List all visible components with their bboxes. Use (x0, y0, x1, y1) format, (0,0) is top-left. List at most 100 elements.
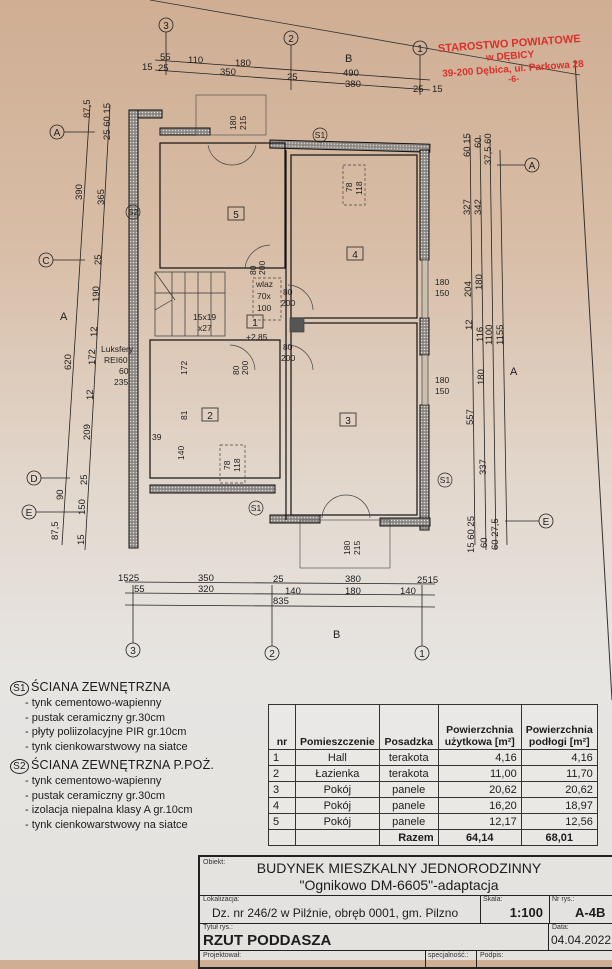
svg-text:200: 200 (281, 298, 295, 308)
svg-text:12: 12 (464, 319, 475, 330)
axis-label-c: C (42, 256, 49, 267)
axis-label-2: 2 (269, 649, 275, 660)
svg-text:110: 110 (188, 55, 203, 66)
svg-text:180: 180 (345, 586, 361, 597)
svg-text:70x: 70x (257, 291, 271, 301)
room-number-4: 4 (352, 250, 358, 261)
svg-text:15: 15 (432, 84, 443, 95)
wall-tag-icon: S1 (10, 681, 29, 696)
svg-text:25: 25 (79, 474, 90, 485)
field-label: Podpis: (480, 952, 504, 959)
cell: Hall (295, 749, 380, 766)
room-number-boxes (201, 206, 364, 427)
scale-cell: Skala: 1:100 (480, 895, 550, 923)
svg-text:350: 350 (198, 573, 214, 584)
sheet-border (574, 59, 612, 701)
cell: Pokój (295, 797, 380, 814)
grid-axes (21, 17, 554, 661)
col-header: Pomieszczenie (295, 704, 380, 750)
cell: terakota (378, 765, 439, 782)
svg-text:209: 209 (82, 424, 93, 440)
cell: 12,56 (520, 813, 598, 830)
field-label: specjalność.: (428, 952, 469, 959)
axis-label-3: 3 (130, 646, 136, 657)
svg-text:90: 90 (55, 489, 66, 500)
svg-text:490: 490 (343, 68, 359, 79)
svg-text:180: 180 (435, 375, 449, 385)
svg-text:39: 39 (152, 432, 162, 442)
svg-text:215: 215 (238, 116, 248, 130)
svg-text:172: 172 (179, 361, 189, 375)
cell: 16,20 (437, 797, 522, 814)
section-marker-b: B (333, 629, 340, 641)
axis-label-1: 1 (419, 649, 425, 660)
legend-title: ŚCIANA ZEWNĘTRZNA P.POŻ. (31, 758, 215, 772)
room-number-3: 3 (345, 416, 351, 427)
svg-text:25: 25 (413, 84, 424, 95)
axis-label-e: E (26, 508, 33, 519)
svg-text:78: 78 (344, 182, 354, 192)
balcony-door-bottom (299, 519, 391, 569)
office-stamp: STAROSTWO POWIATOWE w DĘBICY 39-200 Dębi… (437, 33, 584, 84)
field-label: Tytuł rys.: (203, 924, 233, 931)
axis-label-a: A (529, 161, 536, 172)
svg-text:180: 180 (435, 277, 449, 287)
svg-text:87,5: 87,5 (82, 100, 93, 119)
svg-text:1100: 1100 (484, 325, 495, 345)
svg-text:390: 390 (74, 184, 85, 200)
svg-text:180: 180 (342, 541, 352, 555)
svg-text:365: 365 (96, 189, 107, 205)
svg-text:118: 118 (354, 181, 364, 195)
roof-window-room-2 (219, 444, 246, 484)
svg-text:180: 180 (235, 58, 251, 69)
cell: 18,97 (520, 797, 598, 814)
door-swing (287, 344, 314, 371)
cell: Pokój (295, 813, 380, 830)
svg-text:55: 55 (160, 52, 171, 63)
room-number-5: 5 (233, 210, 239, 221)
svg-text:12: 12 (85, 389, 96, 400)
svg-text:200: 200 (240, 361, 250, 375)
stamp-line: -6- (508, 73, 520, 84)
room-number-1: 1 (252, 318, 258, 329)
legend-item: - tynk cementowo-wapienny (25, 697, 162, 709)
col-header: Posadzka (378, 704, 439, 750)
total-floor: 68,01 (520, 829, 598, 846)
svg-text:+2,85: +2,85 (246, 332, 268, 342)
cell: 11,00 (437, 765, 522, 782)
window-room-4 (421, 259, 429, 319)
svg-text:180: 180 (474, 274, 485, 290)
door-swing (207, 144, 257, 166)
svg-text:200: 200 (281, 353, 295, 363)
total-usable: 64,14 (437, 829, 522, 846)
scale: 1:100 (509, 905, 543, 920)
door-swing (244, 244, 271, 269)
legend-item: - tynk cienkowarstwowy na siatce (25, 818, 188, 831)
cell: 4,16 (437, 749, 522, 766)
projektowal-row: Projektował: specjalność.: Podpis: (200, 950, 612, 967)
object-name: BUDYNEK MIESZKALNY JEDNORODZINNY (256, 860, 542, 876)
svg-text:150: 150 (77, 499, 88, 515)
location: Dz. nr 246/2 w Pilźnie, obręb 0001, gm. … (212, 906, 459, 920)
svg-text:15: 15 (76, 534, 87, 545)
drawing-number: A-4B (575, 905, 606, 920)
svg-text:190: 190 (91, 286, 102, 302)
svg-text:S2: S2 (128, 207, 139, 217)
svg-text:60: 60 (479, 537, 490, 548)
tytul-row: Tytuł rys.: RZUT PODDASZA Data: 04.04.20… (200, 923, 612, 951)
svg-text:80: 80 (283, 342, 293, 352)
svg-text:350: 350 (220, 67, 236, 78)
svg-text:15: 15 (142, 62, 153, 73)
obiekt-row: Obiekt: BUDYNEK MIESZKALNY JEDNORODZINNY… (200, 857, 612, 896)
svg-text:116: 116 (475, 327, 486, 342)
svg-text:25: 25 (287, 72, 298, 83)
svg-text:1155: 1155 (495, 325, 506, 345)
